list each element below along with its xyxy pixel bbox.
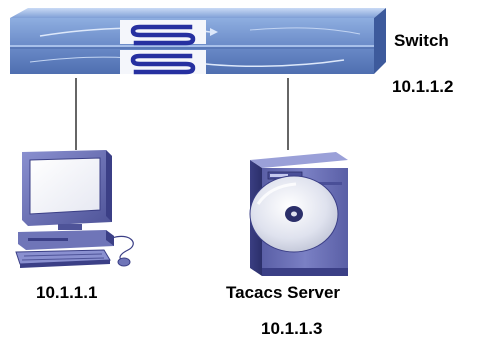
switch-logo-top xyxy=(130,24,196,46)
server-disc xyxy=(249,175,339,253)
network-switch-icon xyxy=(10,8,386,75)
switch-logo-bottom xyxy=(130,53,196,75)
pc-ip-label: 10.1.1.1 xyxy=(36,283,98,302)
server-icon xyxy=(249,152,348,276)
server-ip-label: 10.1.1.3 xyxy=(261,319,323,338)
switch-ip-label: 10.1.1.2 xyxy=(392,77,454,96)
switch-name-label: Switch xyxy=(394,31,449,50)
desktop-computer-icon xyxy=(15,150,134,268)
server-name-label: Tacacs Server xyxy=(226,283,341,302)
